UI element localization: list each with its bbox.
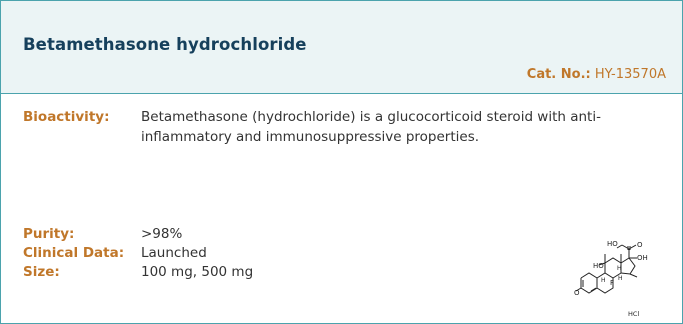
bioactivity-label: Bioactivity: [23, 109, 110, 125]
salt-label: HCl [628, 310, 639, 318]
atom-o-top: O [637, 241, 643, 249]
product-title: Betamethasone hydrochloride [23, 35, 307, 54]
details: Bioactivity: Betamethasone (hydrochlorid… [1, 94, 682, 323]
header: Betamethasone hydrochloride Cat. No.: HY… [1, 1, 682, 94]
catalog-number-value: HY-13570A [594, 67, 666, 82]
atom-h-2: H [617, 265, 622, 272]
atom-ho-top: HO [607, 240, 618, 248]
clinical-data-label: Clinical Data: [23, 245, 125, 261]
size-label: Size: [23, 264, 60, 280]
atom-h-1: H [601, 277, 606, 284]
atom-o-bottom: O [574, 289, 580, 297]
catalog-number: Cat. No.: HY-13570A [527, 67, 666, 82]
purity-label: Purity: [23, 226, 75, 242]
purity-value: >98% [141, 226, 183, 242]
atom-ho-left: HO [593, 262, 604, 270]
atom-oh: OH [637, 254, 648, 262]
size-value: 100 mg, 500 mg [141, 264, 254, 280]
atom-f: F [610, 279, 614, 287]
catalog-number-label: Cat. No.: [526, 67, 591, 82]
clinical-data-value: Launched [141, 245, 207, 261]
atom-h-3: H [618, 275, 623, 282]
bioactivity-text: Betamethasone (hydrochloride) is a gluco… [141, 109, 601, 145]
chemical-structure: O HO F H H H OH O HO HCl [574, 240, 648, 318]
